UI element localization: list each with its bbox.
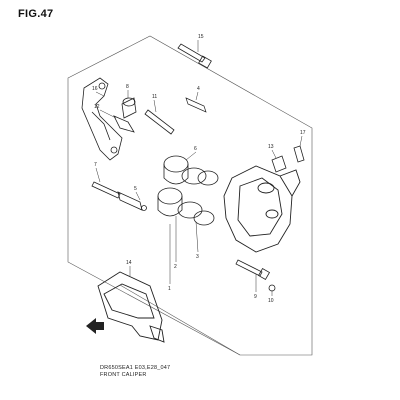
leader-lines (95, 40, 303, 296)
callout-16: 16 (92, 86, 98, 92)
front-direction-arrow-icon (86, 318, 104, 334)
callout-17: 17 (300, 130, 306, 136)
caliper-body-part (223, 165, 301, 253)
callout-6: 6 (194, 146, 197, 152)
mounting-bolt-part (235, 259, 271, 281)
piston-lower-part (157, 187, 215, 226)
boot-part (121, 97, 137, 119)
lower-pin-part (91, 181, 147, 211)
callout-5: 5 (134, 186, 137, 192)
callout-8: 8 (126, 84, 129, 90)
callout-12: 12 (94, 104, 100, 110)
callout-1: 1 (168, 286, 171, 292)
callout-2: 2 (174, 264, 177, 270)
callout-15: 15 (198, 34, 204, 40)
slide-pin-part (113, 109, 175, 135)
assembly-boundary (67, 35, 313, 356)
callout-11: 11 (152, 94, 157, 100)
callout-3: 3 (196, 254, 199, 260)
figure-title: FIG.47 (18, 8, 54, 20)
callout-9: 9 (254, 294, 257, 300)
figure-caption: FRONT CALIPER (100, 372, 147, 378)
callout-10: 10 (268, 298, 274, 304)
callout-7: 7 (94, 162, 97, 168)
figure-code: DR650SEA1 E03,E28_047 (100, 365, 171, 371)
bolt-part-15 (177, 43, 212, 69)
assembly-boundary-inner (119, 284, 241, 356)
callout-13: 13 (268, 144, 274, 150)
caliper-bracket-part (81, 77, 123, 161)
callout-14: 14 (126, 260, 132, 266)
shim-part (185, 97, 207, 113)
piston-upper-part (163, 155, 219, 186)
bleeder-valve-part (271, 145, 305, 173)
callout-4: 4 (197, 86, 200, 92)
brake-pad-set-part (97, 271, 165, 343)
